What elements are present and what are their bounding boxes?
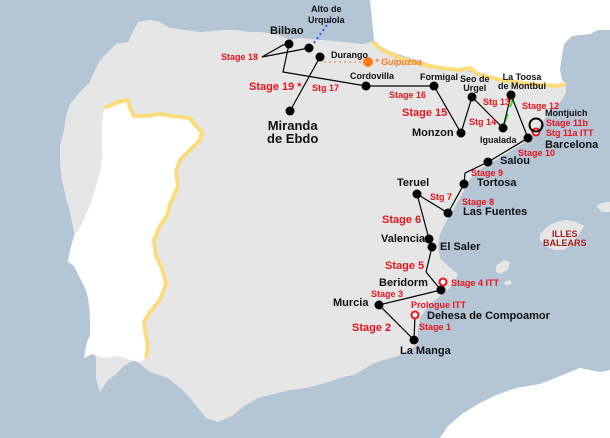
- beridorm-marker: [436, 285, 446, 295]
- durango-marker: [315, 52, 325, 62]
- city-label-montjuich: Montjuich: [545, 108, 588, 118]
- menorca-island: [596, 202, 610, 212]
- miranda-marker: [285, 106, 295, 116]
- guipuzoa-marker: [363, 57, 373, 67]
- city-label-barcelona: Barcelona: [545, 139, 599, 151]
- city-label-monzon: Monzon: [412, 127, 454, 139]
- bilbao-2-marker: [304, 43, 314, 53]
- africa-land: [440, 368, 610, 438]
- stage-label-16: Stage 16: [389, 90, 427, 100]
- route-stops: [284, 39, 533, 345]
- la-toosa-marker: [506, 90, 516, 100]
- itt-markers: [410, 127, 541, 320]
- igualada-marker: [498, 123, 508, 133]
- formentera-island: [504, 280, 512, 286]
- bilbao-marker: [284, 39, 294, 49]
- stage-label-18: Stage 18: [221, 52, 259, 62]
- la-manga-marker: [409, 335, 419, 345]
- france-land: [370, 0, 610, 86]
- stage-label-7: Stg 7: [430, 192, 453, 202]
- illes-balears-label: ILLES BALEARS: [543, 229, 587, 248]
- las-fuentes-marker: [443, 208, 453, 218]
- valencia-marker: [424, 234, 434, 244]
- city-label-la-toosa: La Toosa de Montbui: [498, 72, 546, 91]
- city-label-guipuzoa: * Guipuzoa: [375, 57, 422, 67]
- stage-label-5: Stage 5: [385, 260, 425, 272]
- stage-label-2: Stage 2: [352, 322, 392, 334]
- stage-label-17: Stg 17: [312, 83, 340, 93]
- stage-label-prologue: Prologue ITT: [411, 300, 466, 310]
- portugal-border: [103, 98, 204, 359]
- alto-de-urquiola-path: [313, 17, 333, 44]
- stage-label-19: Stage 19 *: [249, 81, 302, 93]
- alto-de-urquiola-label: Alto de Urquiola: [308, 4, 345, 25]
- city-label-cordovilla: Cordovilla: [350, 71, 395, 81]
- stage-label-11a: Stg 11a ITT: [546, 128, 594, 138]
- cordovilla-marker: [361, 81, 371, 91]
- city-label-teruel: Teruel: [397, 177, 430, 189]
- city-label-la-manga: La Manga: [400, 345, 451, 357]
- city-label-durango: Durango: [331, 50, 368, 60]
- city-label-murcia: Murcia: [333, 297, 369, 309]
- prologue-itt-marker: [410, 310, 420, 320]
- stage-label-15: Stage 15: [402, 107, 448, 119]
- stage-label-8: Stage 8: [462, 197, 495, 207]
- tortosa-marker: [459, 179, 469, 189]
- city-label-salou: Salou: [500, 155, 530, 167]
- city-label-miranda-de-ebdo: Miranda de Ebdo: [267, 118, 319, 146]
- city-label-el-saler: El Saler: [440, 241, 481, 253]
- stage-label-4: Stage 4 ITT: [451, 278, 500, 288]
- el-saler-marker: [427, 242, 437, 252]
- seo-de-urgel-marker: [467, 92, 477, 102]
- city-label-valencia: Valencia: [381, 233, 426, 245]
- france-border: [370, 40, 567, 88]
- portugal-land: [68, 100, 202, 362]
- teruel-marker: [412, 189, 422, 199]
- ibiza-island: [496, 260, 510, 274]
- city-label-las-fuentes: Las Fuentes: [463, 206, 528, 218]
- city-label-bilbao: Bilbao: [270, 25, 304, 37]
- mallorca-island: [540, 220, 584, 250]
- montjuich-circuit-icon: [528, 117, 544, 133]
- route-lines: [261, 43, 529, 342]
- stage-label-11b: Stage 11b: [546, 118, 589, 128]
- stage-4-itt-marker: [438, 277, 448, 287]
- city-label-igualada: Igualada: [480, 135, 517, 145]
- city-label-dehesa-de-compoamor: Dehesa de Compoamor: [427, 310, 550, 322]
- stage-label-10: Stage 10: [518, 148, 556, 158]
- stage-label-1: Stage 1: [419, 322, 452, 332]
- city-label-formigal: Formigal: [420, 72, 459, 82]
- city-label-tortosa: Tortosa: [477, 177, 517, 189]
- stage-label-14: Stg 14: [469, 117, 497, 127]
- city-label-seo-de-urgel: Seo de Urgel: [460, 74, 490, 93]
- salou-marker: [483, 157, 493, 167]
- formigal-marker: [429, 81, 439, 91]
- stage-label-9: Stage 9: [471, 168, 504, 178]
- monzon-marker: [456, 128, 466, 138]
- murcia-marker: [374, 300, 384, 310]
- stage-label-13: Stg 13: [483, 97, 511, 107]
- barcelona-marker: [523, 133, 533, 143]
- stage-label-12: Stage 12: [522, 101, 560, 111]
- stage-label-3: Stage 3: [371, 289, 404, 299]
- stage-label-6: Stage 6: [382, 214, 422, 226]
- city-label-beridorm: Beridorm: [379, 277, 428, 289]
